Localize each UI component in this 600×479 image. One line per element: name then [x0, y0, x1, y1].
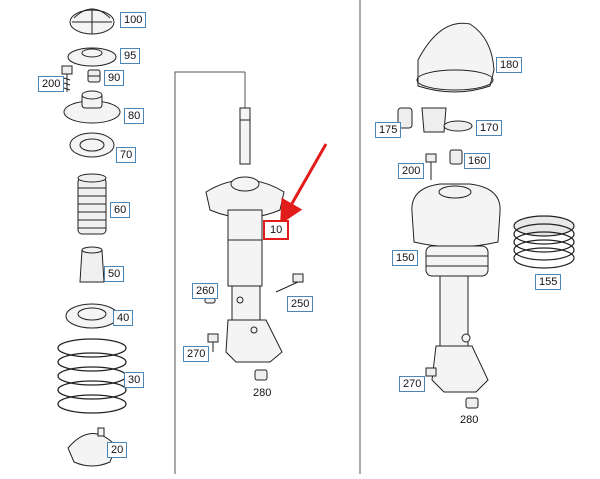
label-175: 175 [375, 122, 402, 138]
label-280-right: 280 [460, 414, 479, 426]
spring-part-30 [57, 338, 127, 414]
label-200-left: 200 [38, 76, 65, 92]
nut-part-280-right [465, 397, 479, 409]
label-270-middle: 270 [183, 346, 210, 362]
cover-part-180 [416, 22, 495, 93]
label-60: 60 [110, 202, 131, 218]
label-20: 20 [107, 442, 128, 458]
frame-lines [174, 0, 361, 474]
label-10-highlighted: 10 [263, 220, 290, 240]
cap-part-100 [69, 8, 115, 35]
label-170: 170 [476, 120, 503, 136]
bolt-part-200-left [61, 65, 73, 92]
dust-boot-part-60 [77, 173, 107, 235]
label-80: 80 [124, 108, 145, 124]
label-50: 50 [104, 266, 125, 282]
bearing-part-70 [69, 132, 115, 158]
label-95: 95 [120, 48, 141, 64]
label-180: 180 [496, 57, 523, 73]
bolt-part-270-right [425, 367, 437, 377]
label-155: 155 [535, 274, 562, 290]
label-250: 250 [287, 296, 314, 312]
bracket-part-170 [421, 107, 473, 133]
nut-part-90 [87, 69, 101, 83]
label-160: 160 [464, 153, 491, 169]
strut-mount-part-80 [63, 90, 121, 124]
spring-pad-part-40 [65, 303, 119, 329]
label-70: 70 [116, 147, 137, 163]
label-40: 40 [113, 310, 134, 326]
label-100: 100 [120, 12, 147, 28]
label-200-right: 200 [398, 163, 425, 179]
clip-part-175 [397, 107, 413, 129]
label-150: 150 [392, 250, 419, 266]
nut-part-280-middle [254, 369, 268, 381]
strut-assembly-part-10 [205, 107, 285, 363]
bolt-part-200-right [425, 153, 437, 180]
bump-stop-part-50 [79, 246, 105, 283]
highlight-arrow [280, 143, 328, 225]
label-30: 30 [124, 372, 145, 388]
label-260: 260 [192, 283, 219, 299]
label-90: 90 [104, 70, 125, 86]
bolt-part-270-middle [207, 333, 219, 352]
air-strut-part-150 [411, 183, 501, 393]
label-270-right: 270 [399, 376, 426, 392]
nut-part-160 [449, 149, 463, 165]
air-boot-part-155 [513, 215, 575, 269]
bolt-part-250 [275, 273, 304, 293]
label-280-middle: 280 [253, 387, 272, 399]
mount-part-95 [67, 47, 117, 67]
